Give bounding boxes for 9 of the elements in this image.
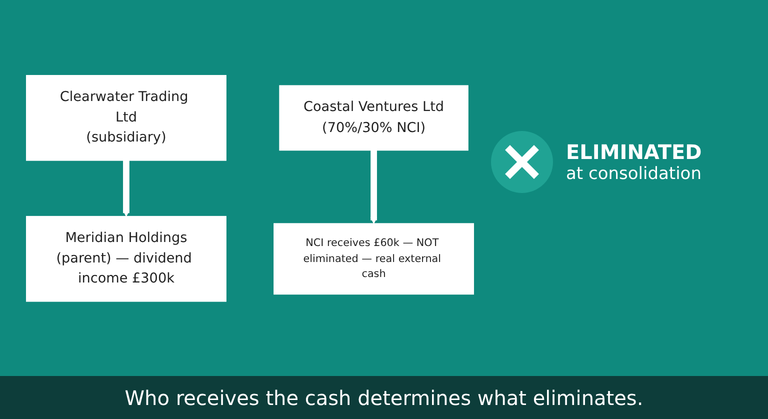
status-note: at consolidation — [566, 164, 702, 184]
status-heading: ELIMINATED — [566, 140, 702, 164]
node-box: NCI receives £60k — NOT eliminated — real external cash — [274, 222, 474, 294]
arrow — [370, 150, 378, 224]
node-box: Clearwater Trading Ltd (subsidiary) — [26, 74, 226, 160]
caption: Who receives the cash determines what eliminates. — [0, 376, 768, 419]
node-box: Coastal Ventures Ltd (70%/30% NCI) — [279, 84, 468, 150]
node-box: Meridian Holdings (parent) — dividend income £300k — [26, 216, 226, 302]
arrow — [122, 160, 130, 216]
